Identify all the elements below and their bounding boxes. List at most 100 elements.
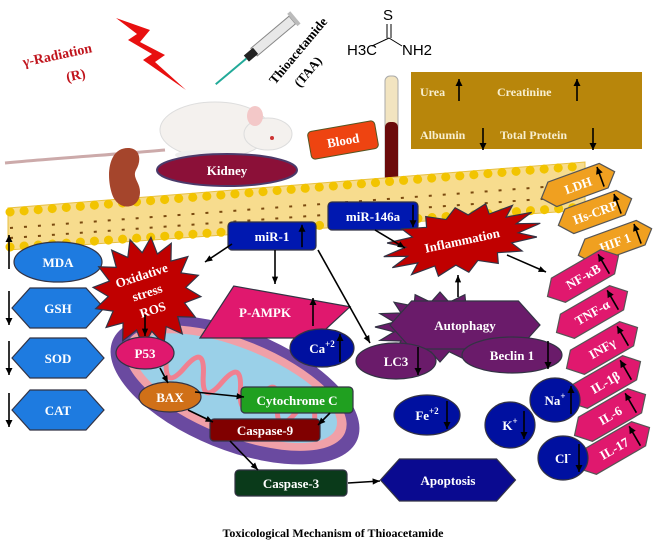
arrow-up-icon bbox=[596, 166, 605, 187]
connector-arrow bbox=[347, 478, 381, 485]
caspase-3: Caspase-3 bbox=[234, 469, 348, 497]
lc3: LC3 bbox=[355, 342, 437, 380]
beclin-1-label: Beclin 1 bbox=[490, 348, 534, 363]
arrow-down-icon bbox=[443, 401, 451, 429]
antioxidant-sod: SOD bbox=[11, 337, 105, 379]
caspase-9-label: Caspase-9 bbox=[237, 423, 294, 438]
formula-sulfur: S bbox=[383, 7, 393, 24]
arrow-up-icon bbox=[606, 289, 620, 311]
apoptosis-label: Apoptosis bbox=[421, 473, 476, 488]
antioxidant-gsh-label: GSH bbox=[44, 301, 71, 316]
radiation-abbr: (R) bbox=[65, 67, 87, 86]
p53: P53 bbox=[115, 336, 175, 370]
ion-k-label: K+ bbox=[502, 416, 517, 433]
ion-symbol: Fe bbox=[415, 408, 429, 423]
connector-arrow bbox=[506, 254, 547, 273]
p-ampk: P-AMPK bbox=[198, 285, 352, 339]
connector-arrow bbox=[194, 391, 245, 400]
formula-amine: NH2 bbox=[402, 42, 432, 59]
bax: BAX bbox=[138, 381, 202, 413]
connector-arrow bbox=[317, 249, 371, 344]
cytokine-2: INFγ bbox=[565, 321, 639, 375]
arrow-up-icon bbox=[309, 298, 317, 326]
mirna-mir-146a: miR-146a bbox=[327, 201, 419, 231]
arrow-down-icon bbox=[589, 128, 597, 150]
connector-arrow bbox=[204, 243, 233, 263]
arrow-down-icon bbox=[5, 291, 13, 325]
serum-marker-3: Total Protein bbox=[500, 128, 567, 142]
inflammation: Inflammation bbox=[383, 202, 541, 278]
kidney-icon bbox=[109, 148, 140, 207]
arrow-up-icon bbox=[616, 325, 630, 347]
arrow-up-icon bbox=[298, 224, 306, 248]
arrow-up-icon bbox=[336, 334, 344, 362]
arrow-up-icon bbox=[624, 392, 638, 414]
blood-label: Blood bbox=[326, 130, 361, 151]
ion-ca: Ca+2 bbox=[289, 328, 355, 368]
beclin-1: Beclin 1 bbox=[461, 336, 563, 374]
antioxidant-mda-label: MDA bbox=[42, 255, 74, 270]
arrow-up-icon bbox=[628, 425, 642, 447]
mirna-mir-1: miR-1 bbox=[227, 221, 317, 251]
antioxidant-mda: MDA bbox=[13, 241, 103, 283]
connector-arrow bbox=[317, 412, 331, 426]
ion-cl-label: Cl- bbox=[555, 449, 571, 466]
bax-label: BAX bbox=[156, 390, 184, 405]
blood-tube-icon bbox=[384, 75, 399, 189]
mirna-mir-146a-label: miR-146a bbox=[346, 209, 401, 224]
autophagy-label: Autophagy bbox=[434, 318, 496, 333]
antioxidant-cat: CAT bbox=[11, 389, 105, 431]
ion-symbol: Cl bbox=[555, 451, 568, 466]
arrow-down-icon bbox=[575, 444, 583, 472]
kidney-label-ellipse bbox=[156, 153, 298, 187]
p-ampk-label: P-AMPK bbox=[239, 305, 292, 320]
antioxidant-cat-label: CAT bbox=[45, 403, 72, 418]
ion-charge: + bbox=[560, 391, 565, 401]
cytokine-4: IL-6 bbox=[573, 388, 647, 442]
ion-symbol: K bbox=[502, 418, 513, 433]
connector-arrow bbox=[374, 229, 406, 249]
syringe-icon bbox=[215, 11, 301, 85]
cytochrome-c-label: Cytochrome C bbox=[257, 393, 338, 408]
arrow-up-icon bbox=[619, 359, 633, 381]
lc3-label: LC3 bbox=[384, 354, 409, 369]
arrow-up-icon bbox=[455, 79, 463, 101]
arrow-up-icon bbox=[633, 223, 642, 244]
lightning-icon bbox=[116, 18, 186, 90]
arrow-down-icon bbox=[520, 411, 528, 439]
serum-marker-2: Albumin bbox=[420, 128, 466, 142]
connector-arrow bbox=[271, 250, 279, 284]
apoptosis: Apoptosis bbox=[379, 458, 517, 502]
arrow-up-icon bbox=[567, 386, 575, 414]
formula-methyl: H3C bbox=[347, 42, 377, 59]
arrow-down-icon bbox=[409, 204, 417, 228]
arrow-down-icon bbox=[544, 341, 552, 369]
kidney-label: Kidney bbox=[207, 163, 248, 178]
serum-markers-box bbox=[411, 72, 642, 149]
ion-charge: +2 bbox=[429, 406, 439, 416]
antioxidant-sod-label: SOD bbox=[45, 351, 72, 366]
caspase-3-label: Caspase-3 bbox=[263, 476, 320, 491]
cytochrome-c: Cytochrome C bbox=[240, 386, 354, 414]
mirna-mir-1-label: miR-1 bbox=[255, 229, 290, 244]
ion-na-label: Na+ bbox=[544, 391, 565, 408]
connector-arrow bbox=[454, 275, 462, 297]
figure-caption: Toxicological Mechanism of Thioacetamide bbox=[223, 526, 445, 540]
ion-ca-label: Ca+2 bbox=[309, 339, 335, 356]
ion-charge: - bbox=[568, 449, 571, 459]
thioacetamide-structure: S H3C NH2 bbox=[347, 7, 432, 59]
ion-symbol: Na bbox=[544, 393, 560, 408]
connector-arrow bbox=[141, 315, 149, 336]
caspase-9: Caspase-9 bbox=[209, 418, 321, 442]
ion-charge: +2 bbox=[325, 339, 335, 349]
arrow-down-icon bbox=[5, 341, 13, 375]
serum-marker-1: Creatinine bbox=[497, 85, 552, 99]
serum-marker-0: Urea bbox=[420, 85, 445, 99]
arrow-up-icon bbox=[613, 193, 622, 214]
arrow-down-icon bbox=[5, 393, 13, 427]
ion-symbol: Ca bbox=[309, 341, 325, 356]
ion-fe-label: Fe+2 bbox=[415, 406, 439, 423]
